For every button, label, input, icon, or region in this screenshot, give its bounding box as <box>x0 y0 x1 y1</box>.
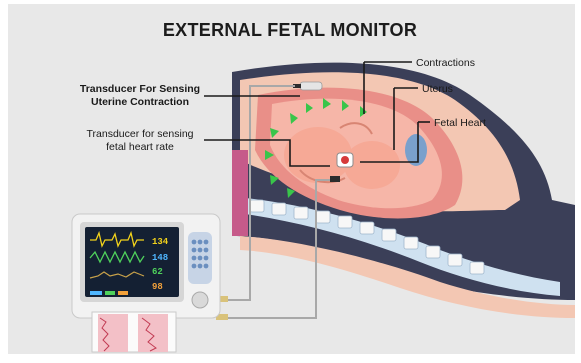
reading-1: 134 <box>152 237 169 247</box>
status-bar <box>118 291 128 295</box>
vertebra <box>250 200 264 212</box>
fhr-transducer <box>330 176 340 182</box>
status-bar <box>90 291 102 295</box>
reading-4: 98 <box>152 282 163 292</box>
diagram-title: EXTERNAL FETAL MONITOR <box>163 20 417 40</box>
pelvic-tissue <box>232 150 248 236</box>
vertebra <box>448 254 462 266</box>
vertebra <box>426 246 440 258</box>
vertebra <box>272 203 286 215</box>
vertebra <box>316 211 330 223</box>
control-button <box>204 240 209 245</box>
vertebra <box>404 237 418 249</box>
label-fhr-transducer-line2: fetal heart rate <box>106 141 174 153</box>
label-contractions: Contractions <box>416 57 475 69</box>
control-button <box>198 248 203 253</box>
control-button <box>192 248 197 253</box>
control-button <box>192 240 197 245</box>
label-fetal-heart: Fetal Heart <box>434 117 486 129</box>
control-button <box>204 248 209 253</box>
fhr-transducer-connector <box>330 176 340 182</box>
reading-3: 62 <box>152 267 163 277</box>
fetal-heart-dot <box>341 156 349 164</box>
control-knob <box>192 292 208 308</box>
control-button <box>198 240 203 245</box>
label-uc-transducer-line1: Transducer For Sensing <box>80 83 200 95</box>
vertebra <box>470 262 484 274</box>
control-button <box>198 264 203 269</box>
label-fhr-transducer-line1: Transducer for sensing <box>87 128 194 140</box>
vertebra <box>338 216 352 228</box>
control-button <box>204 256 209 261</box>
control-button <box>204 264 209 269</box>
label-uterus: Uterus <box>422 83 453 95</box>
reading-2: 148 <box>152 253 168 263</box>
uc-transducer-body <box>300 82 322 90</box>
vertebra <box>382 229 396 241</box>
vertebra <box>360 222 374 234</box>
control-button <box>192 256 197 261</box>
label-uc-transducer-line2: Uterine Contraction <box>91 96 189 108</box>
vertebra <box>294 207 308 219</box>
status-bar <box>105 291 115 295</box>
control-button <box>192 264 197 269</box>
control-button <box>198 256 203 261</box>
fetal-heart <box>337 153 353 167</box>
